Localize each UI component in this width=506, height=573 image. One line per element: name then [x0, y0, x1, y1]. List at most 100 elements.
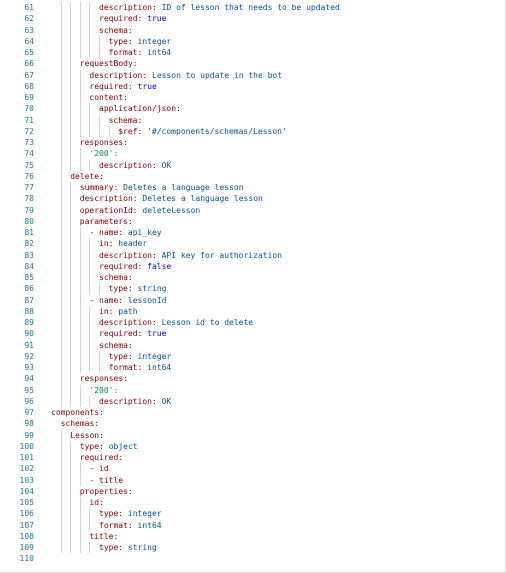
code-line[interactable]: 72$ref: '#/components/schemas/Lesson'	[0, 126, 500, 137]
indent-guide	[99, 283, 100, 295]
indent-guide	[60, 47, 62, 59]
indent-guide	[60, 294, 62, 306]
indent-guide	[70, 519, 72, 531]
indent-guide	[60, 238, 62, 250]
code-text: delete:	[70, 171, 104, 182]
code-line[interactable]: 102- id	[0, 463, 500, 474]
indent-guide	[60, 272, 62, 284]
indent-guide	[79, 463, 81, 475]
indent-guide	[60, 249, 62, 261]
code-line[interactable]: 87- name: lessonId	[0, 295, 500, 306]
code-text: description: API key for authorization	[99, 250, 282, 261]
indent-guide	[60, 2, 62, 14]
code-text: - name: api_key	[89, 227, 161, 238]
yaml-key: description:	[99, 3, 157, 12]
indent-guide	[60, 328, 62, 340]
code-line[interactable]: 81- name: api_key	[0, 227, 500, 238]
code-text: required:	[80, 452, 123, 463]
line-number: 65	[24, 48, 34, 57]
code-line[interactable]: 110	[0, 553, 500, 564]
indent-guide	[60, 24, 62, 36]
code-text: schema:	[109, 115, 143, 126]
yaml-value: true	[142, 14, 167, 24]
code-text: requestBody:	[80, 58, 138, 69]
indent-guide	[108, 125, 110, 137]
yaml-key: schema:	[99, 273, 133, 282]
code-text: responses:	[80, 373, 128, 384]
line-number: 84	[24, 261, 34, 271]
code-text: in: header	[99, 238, 147, 249]
code-line[interactable]: 74'200':	[0, 148, 500, 159]
indent-guide	[79, 238, 81, 250]
indent-guide	[60, 485, 62, 497]
yaml-key: description:	[89, 70, 148, 80]
indent-guide	[70, 204, 72, 216]
code-line[interactable]: 95'200':	[0, 385, 500, 396]
indent-guide	[60, 35, 62, 47]
indent-guide	[70, 159, 72, 171]
line-number: 93	[24, 363, 34, 372]
code-text: - id	[89, 463, 108, 474]
yaml-value: '#/components/schemas/Lesson'	[142, 126, 287, 136]
indent-guide	[60, 13, 62, 25]
indent-guide	[60, 395, 62, 407]
indent-guide	[89, 283, 91, 295]
code-text: required: true	[99, 328, 166, 339]
code-text: parameters:	[80, 216, 133, 227]
indent-guide	[79, 384, 81, 396]
code-line[interactable]: 103- title	[0, 475, 500, 486]
indent-guide	[70, 47, 72, 59]
line-number: 79	[24, 205, 34, 215]
yaml-key: type:	[108, 36, 133, 46]
indent-guide	[79, 474, 81, 486]
code-line[interactable]: 65 format: int64	[0, 47, 500, 58]
yaml-key: description:	[99, 318, 157, 327]
code-text: format: int64	[109, 47, 172, 58]
line-number: 91	[24, 340, 34, 350]
yaml-key: description:	[99, 160, 157, 170]
indent-guide	[60, 193, 62, 205]
